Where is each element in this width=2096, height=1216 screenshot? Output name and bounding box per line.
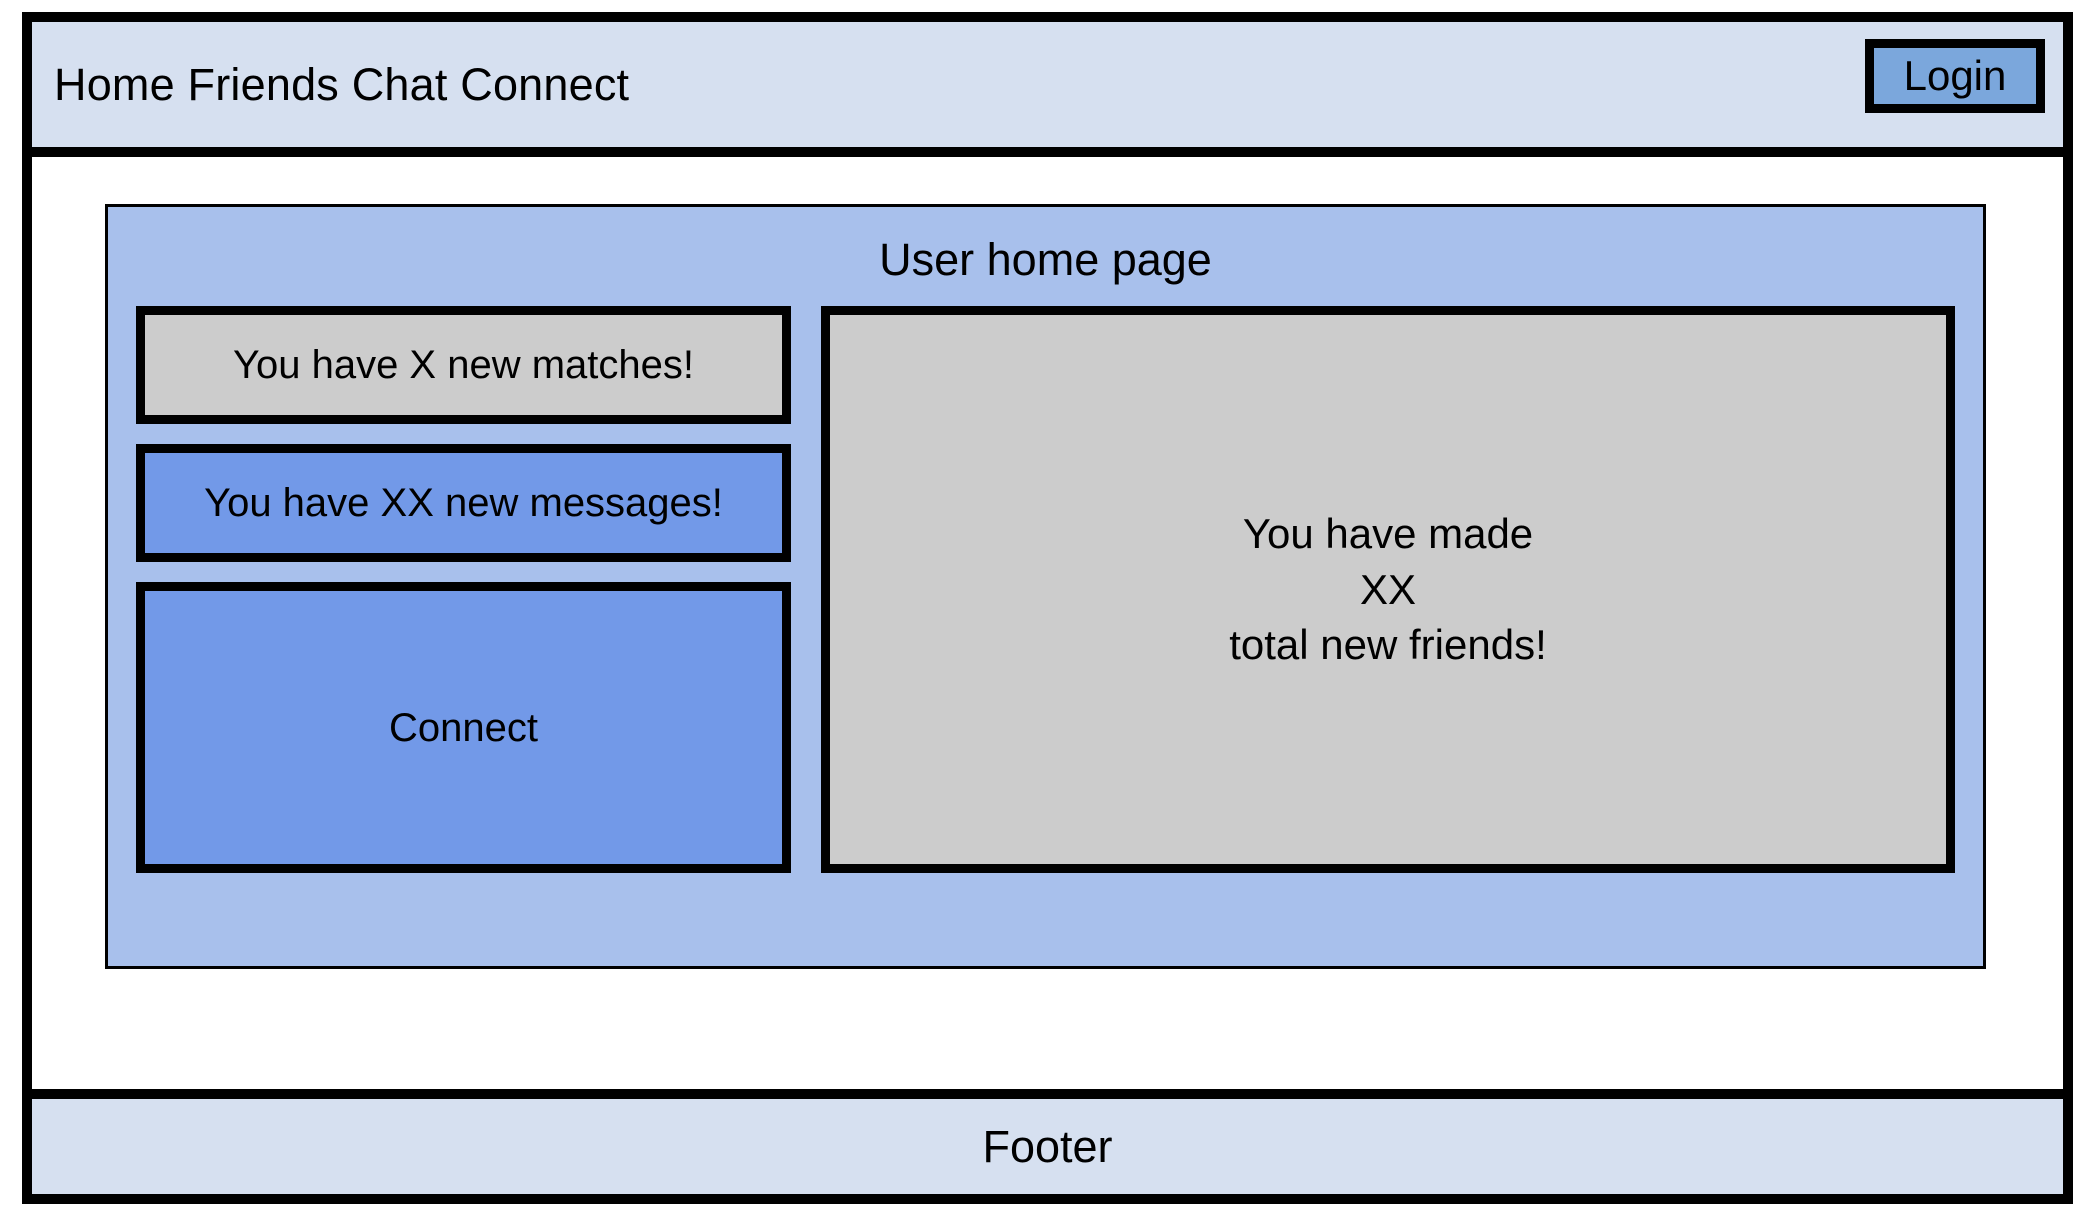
new-messages-tile[interactable]: You have XX new messages! (136, 444, 791, 562)
footer-bar: Footer (32, 1089, 2063, 1194)
user-home-panel: User home page You have X new matches! Y… (105, 204, 1986, 969)
footer-label: Footer (982, 1120, 1113, 1172)
new-matches-tile[interactable]: You have X new matches! (136, 306, 791, 424)
total-friends-panel: You have made XX total new friends! (821, 306, 1955, 873)
left-column: You have X new matches! You have XX new … (136, 306, 791, 873)
nav-text[interactable]: Home Friends Chat Connect (54, 59, 630, 110)
total-friends-line-1: You have made (1242, 510, 1534, 558)
connect-button-label: Connect (389, 705, 538, 750)
app-window: Home Friends Chat Connect Login User hom… (22, 12, 2073, 1204)
new-messages-label: You have XX new messages! (204, 481, 723, 525)
new-matches-label: You have X new matches! (232, 343, 695, 387)
panel-columns: You have X new matches! You have XX new … (136, 306, 1955, 873)
login-button-label: Login (1903, 52, 2007, 99)
connect-button[interactable]: Connect (136, 582, 791, 873)
total-friends-text: You have made XX total new friends! (1229, 506, 1547, 672)
login-button[interactable]: Login (1865, 39, 2045, 113)
primary-navigation[interactable]: Home Friends Chat Connect (54, 62, 629, 107)
total-friends-line-3: total new friends! (1229, 621, 1547, 669)
page-title: User home page (879, 234, 1212, 285)
total-friends-count: XX (1359, 565, 1416, 613)
content-area: User home page You have X new matches! Y… (32, 157, 2063, 1089)
header-bar: Home Friends Chat Connect Login (32, 22, 2063, 157)
